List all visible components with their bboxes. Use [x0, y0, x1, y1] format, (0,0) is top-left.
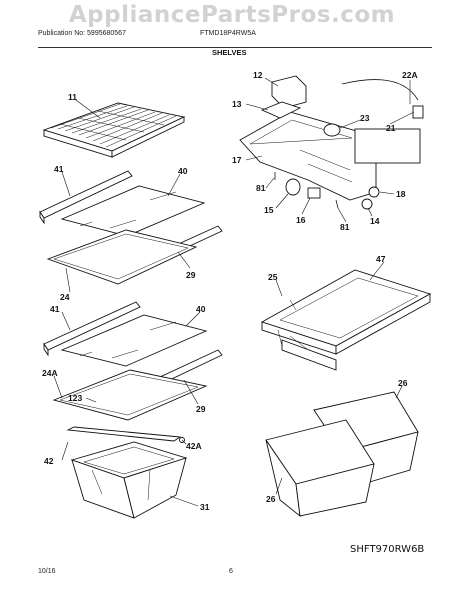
callout-24a: 24A	[42, 368, 58, 378]
publication-number: Publication No: 5995680567	[38, 30, 126, 37]
callout-42: 42	[44, 456, 54, 466]
callout-26-lower: 26	[266, 494, 276, 504]
watermark-text: AppliancePartsPros.com	[68, 2, 396, 28]
callout-81: 81	[256, 183, 266, 193]
callout-24: 24	[60, 292, 70, 302]
leader-lines	[53, 77, 415, 507]
section-title: SHELVES	[212, 48, 247, 57]
callout-16: 16	[296, 215, 306, 225]
callout-41-lower: 41	[50, 304, 60, 314]
callout-81-lower: 81	[340, 222, 350, 232]
wire-shelf-part[interactable]	[42, 102, 186, 158]
light-bulb-part[interactable]	[285, 178, 301, 196]
callout-26: 26	[398, 378, 408, 388]
callout-11: 11	[68, 92, 77, 102]
shelf-front-trim-part[interactable]	[39, 170, 133, 225]
shelf-front-trim-part-2[interactable]	[43, 301, 141, 357]
callout-18: 18	[396, 189, 406, 199]
callout-labels: 11 41 40 29 24 41 40 24A 123 29 42A 42 3…	[42, 70, 418, 512]
footer-date: 10/16	[38, 568, 56, 575]
diagram-code: SHFT970RW6B	[350, 544, 424, 555]
glass-shelf-assembly-part[interactable]	[260, 269, 432, 371]
callout-47: 47	[376, 254, 386, 264]
callout-17: 17	[232, 155, 242, 165]
air-damper-cover-part[interactable]	[271, 75, 307, 109]
damper-bracket-part[interactable]	[260, 101, 302, 119]
callout-22a: 22A	[402, 70, 418, 80]
screw-part-2[interactable]	[335, 199, 339, 209]
callout-40-lower: 40	[196, 304, 206, 314]
shelf-frame-part[interactable]	[46, 229, 198, 285]
crisper-pan-part[interactable]	[70, 441, 188, 519]
callout-42a: 42A	[186, 441, 202, 451]
header-rule	[38, 47, 432, 48]
callout-25: 25	[268, 272, 278, 282]
callout-21: 21	[386, 123, 396, 133]
slide-rail-part[interactable]	[66, 426, 185, 443]
control-housing-part[interactable]	[239, 111, 421, 201]
callout-15: 15	[264, 205, 274, 215]
callout-123: 123	[68, 393, 82, 403]
crisper-drawer-part-2[interactable]	[265, 419, 375, 518]
thermostat-part[interactable]	[323, 123, 341, 137]
footer-page-number: 6	[229, 568, 233, 575]
shelf-frame-part-2[interactable]	[52, 369, 208, 421]
callout-12: 12	[253, 70, 263, 80]
control-knob-part-2[interactable]	[361, 198, 373, 210]
glass-shelf-part-2[interactable]	[60, 314, 208, 367]
model-number: FTMD18P4RW5A	[200, 30, 256, 37]
callout-13: 13	[232, 99, 242, 109]
callout-14: 14	[370, 216, 380, 226]
glass-shelf-part[interactable]	[60, 185, 206, 237]
callout-40: 40	[178, 166, 188, 176]
callout-41: 41	[54, 164, 64, 174]
callout-23: 23	[360, 113, 370, 123]
wire-harness-part[interactable]	[341, 79, 424, 119]
callout-29-lower: 29	[196, 404, 206, 414]
callout-29: 29	[186, 270, 196, 280]
light-socket-part[interactable]	[307, 187, 321, 199]
control-knob-part[interactable]	[368, 186, 380, 198]
callout-31: 31	[200, 502, 210, 512]
